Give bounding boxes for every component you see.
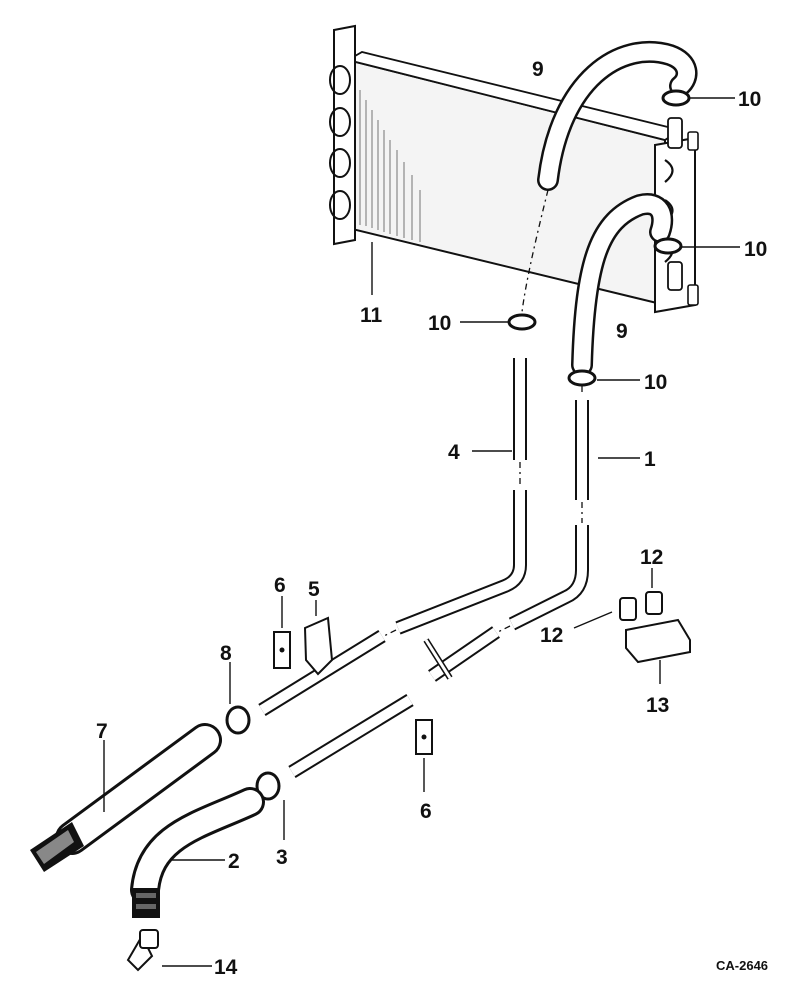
hose-7 xyxy=(30,723,222,872)
callout-9-lower: 9 xyxy=(616,320,628,343)
clip-6-left xyxy=(273,596,291,669)
hose-lower xyxy=(571,193,674,376)
callout-6-left: 6 xyxy=(274,574,286,597)
callout-11: 11 xyxy=(360,304,383,327)
clamp-lower xyxy=(567,369,640,387)
callout-9-upper: 9 xyxy=(532,58,544,81)
callout-4: 4 xyxy=(448,441,460,464)
callout-5: 5 xyxy=(308,578,320,601)
callout-14: 14 xyxy=(214,956,238,979)
fitting-14 xyxy=(126,929,212,972)
callout-10-top: 10 xyxy=(738,88,761,111)
clamp-left xyxy=(460,313,537,331)
callout-3: 3 xyxy=(276,846,288,869)
clamp-top xyxy=(661,89,735,107)
callout-12-left: 12 xyxy=(540,624,563,647)
callout-10-lower: 10 xyxy=(644,371,667,394)
callout-10-left: 10 xyxy=(428,312,451,335)
callout-10-right: 10 xyxy=(744,238,767,261)
callout-12-top: 12 xyxy=(640,546,663,569)
callout-2: 2 xyxy=(228,850,240,873)
callout-1: 1 xyxy=(644,448,656,471)
tube-1 xyxy=(288,400,640,778)
tube-4 xyxy=(258,358,527,716)
hose-2 xyxy=(130,787,265,918)
callout-8: 8 xyxy=(220,642,232,665)
callout-13: 13 xyxy=(646,694,669,717)
clamp-8 xyxy=(225,662,251,735)
block-13 xyxy=(573,568,691,684)
callout-6-lower: 6 xyxy=(420,800,432,823)
figure-code: CA-2646 xyxy=(716,958,768,973)
clamp-3 xyxy=(255,771,285,840)
hose-upper xyxy=(537,40,698,191)
callout-7: 7 xyxy=(96,720,108,743)
clamp-right xyxy=(653,237,740,255)
oil-cooler xyxy=(329,24,699,314)
clip-6-lower xyxy=(415,719,433,792)
bracket-5 xyxy=(303,600,334,676)
